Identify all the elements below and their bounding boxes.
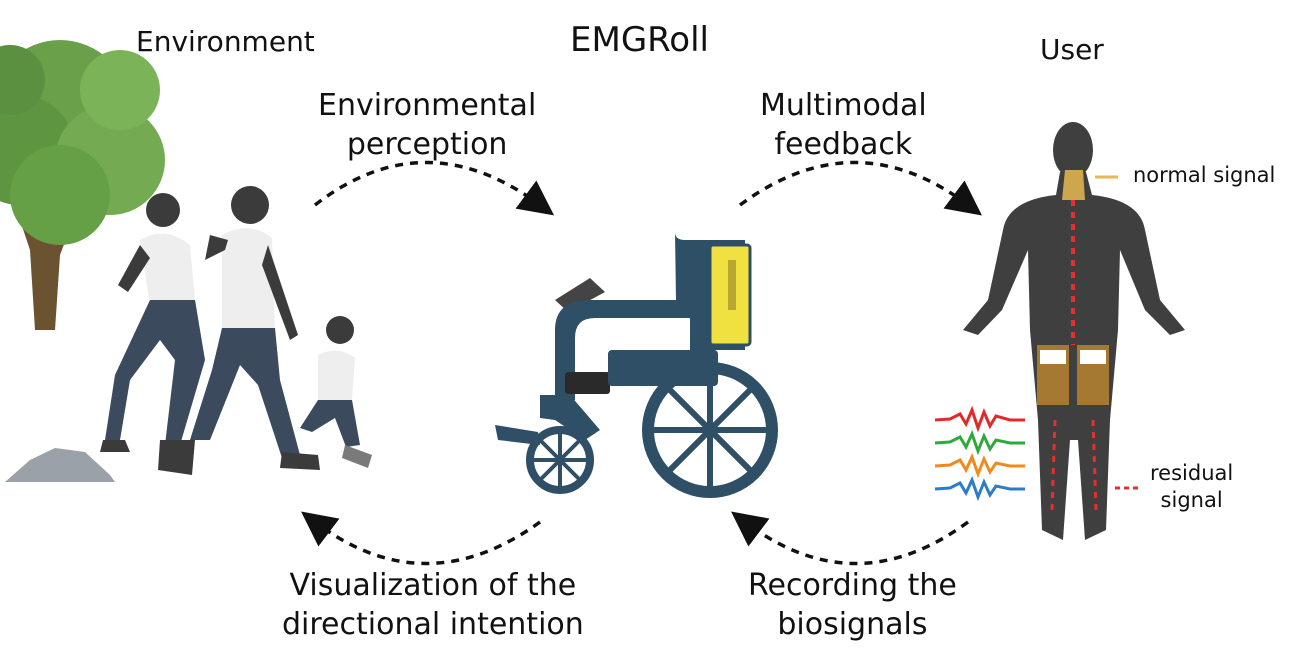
human-body-illustration bbox=[963, 122, 1185, 540]
label-line: directional intention bbox=[282, 607, 584, 642]
multimodal-feedback-label: Multimodal feedback bbox=[760, 86, 927, 164]
label-line: signal bbox=[1160, 488, 1223, 513]
arrow-recording-biosignals bbox=[731, 511, 970, 566]
rock-illustration bbox=[5, 448, 115, 482]
label-line: Environmental bbox=[318, 88, 537, 123]
visualization-intention-label: Visualization of the directional intenti… bbox=[282, 566, 584, 644]
environmental-perception-label: Environmental perception bbox=[318, 86, 536, 164]
arrow-multimodal-feedback bbox=[738, 160, 982, 216]
label-line: Multimodal bbox=[760, 88, 927, 123]
family-walking-illustration bbox=[100, 186, 372, 475]
label-line: feedback bbox=[774, 127, 913, 162]
residual-signal-legend-label: residual signal bbox=[1150, 460, 1233, 515]
environment-label: Environment bbox=[136, 25, 315, 58]
label-line: perception bbox=[346, 127, 508, 162]
arrow-environmental-perception bbox=[313, 160, 555, 216]
normal-signal-legend-label: normal signal bbox=[1133, 163, 1276, 187]
arrow-visualization-intention bbox=[301, 511, 542, 566]
label-line: Recording the bbox=[748, 568, 957, 603]
label-line: Visualization of the bbox=[289, 568, 577, 603]
diagram-title: EMGRoll bbox=[570, 20, 709, 60]
user-label: User bbox=[1040, 33, 1104, 66]
emg-signal-traces bbox=[934, 405, 1025, 502]
label-line: residual bbox=[1150, 461, 1234, 485]
wheelchair-illustration bbox=[495, 232, 778, 498]
label-line: biosignals bbox=[777, 607, 928, 642]
recording-biosignals-label: Recording the biosignals bbox=[748, 566, 957, 644]
tree-illustration bbox=[0, 40, 165, 330]
